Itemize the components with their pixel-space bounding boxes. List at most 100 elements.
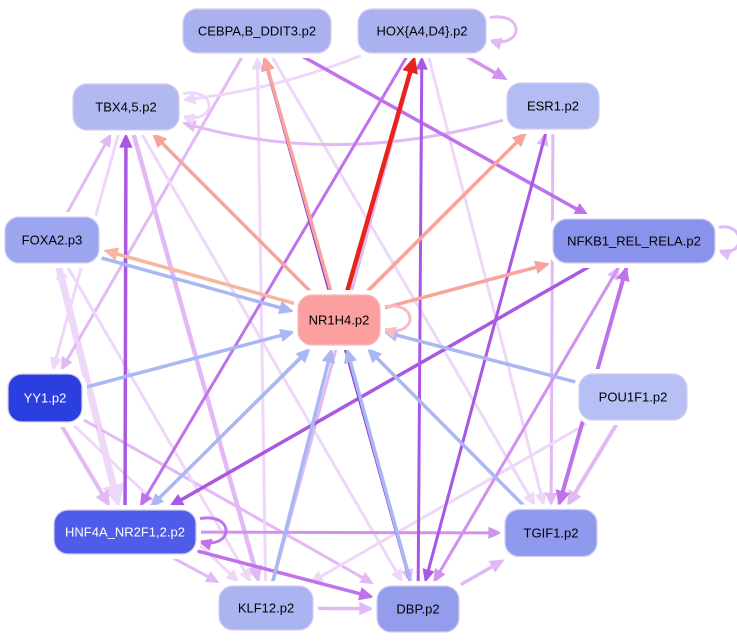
node-body[interactable] xyxy=(297,294,381,346)
edge-arrowhead xyxy=(103,247,120,261)
node-halo xyxy=(0,212,104,268)
edge-klf12-nr1h4 xyxy=(270,348,335,585)
edge-yy1-dbp xyxy=(83,419,374,585)
edge-arrowhead xyxy=(358,587,374,601)
edge-arrowhead xyxy=(198,538,213,551)
edge-arrowhead xyxy=(534,260,550,274)
graph-node-tgif1[interactable]: TGIF1.p2 xyxy=(500,504,602,562)
graph-node-hox[interactable]: HOX{A4,D4}.p2 xyxy=(353,4,491,58)
node-halo xyxy=(3,369,87,427)
edge-nr1h4-hox xyxy=(344,56,418,295)
edge-hox-tgif1 xyxy=(426,54,547,507)
edge-arrowhead xyxy=(60,356,73,371)
edge-yy1-nr1h4 xyxy=(83,328,295,390)
graph-node-tbx[interactable]: TBX4,5.p2 xyxy=(68,79,184,135)
node-body[interactable] xyxy=(578,373,688,421)
edge-arrowhead xyxy=(344,348,358,364)
edge-nr1h4-cebpa xyxy=(261,56,333,294)
node-halo xyxy=(293,290,385,350)
edge-cebpa-tgif1 xyxy=(270,54,536,507)
graph-node-hnf4a[interactable]: HNF4A_NR2F1,2.p2 xyxy=(49,505,201,559)
edge-arrowhead xyxy=(279,328,295,342)
edge-arrowhead xyxy=(366,348,383,364)
edge-arrowhead xyxy=(433,568,446,583)
edge-arrowhead xyxy=(382,326,397,339)
node-body[interactable] xyxy=(4,216,100,264)
edge-nfkb1-dbp xyxy=(433,264,621,583)
graph-node-foxa2[interactable]: FOXA2.p3 xyxy=(0,212,104,268)
edge-arrowhead xyxy=(402,56,418,75)
edge-arrowhead xyxy=(523,491,536,507)
edge-arrowhead xyxy=(321,348,335,364)
edge-foxa2-tbx xyxy=(64,133,112,216)
edge-pou1f1-tgif1 xyxy=(566,421,620,507)
edge-tbx-dbp xyxy=(139,131,403,583)
graph-node-nr1h4[interactable]: NR1H4.p2 xyxy=(293,290,385,350)
edge-arrowhead xyxy=(488,37,503,50)
edge-nr1h4-esr1 xyxy=(365,132,527,294)
edge-dbp-hox xyxy=(415,56,428,585)
edge-arrowhead xyxy=(491,66,508,80)
edge-nr1h4-foxa2 xyxy=(103,247,298,306)
edge-hox-esr1 xyxy=(463,54,508,80)
edge-hox-hox xyxy=(482,15,518,50)
node-body[interactable] xyxy=(53,509,197,555)
edge-arrowhead xyxy=(717,248,732,261)
edge-arrowhead xyxy=(246,564,263,583)
edge-arrowhead xyxy=(390,568,403,583)
edge-arrowhead xyxy=(545,492,558,507)
edge-hnf4a-tbx xyxy=(119,133,133,509)
node-body[interactable] xyxy=(218,585,314,631)
edge-tbx-tbx xyxy=(175,91,211,126)
edge-arrowhead xyxy=(152,133,168,149)
edge-hnf4a-dbp xyxy=(197,549,374,601)
edge-foxa2-nr1h4 xyxy=(99,256,294,315)
node-body[interactable] xyxy=(357,8,487,54)
edge-pou1f1-nr1h4 xyxy=(383,328,578,384)
edge-arrowhead xyxy=(488,526,502,539)
graph-node-yy1[interactable]: YY1.p2 xyxy=(3,369,87,427)
edge-arrowhead xyxy=(182,120,197,133)
edge-arrowhead xyxy=(139,492,153,507)
node-body[interactable] xyxy=(552,218,716,264)
graph-node-dbp[interactable]: DBP.p2 xyxy=(372,581,464,637)
edge-arrowhead xyxy=(168,493,185,507)
node-body[interactable] xyxy=(7,373,83,423)
node-body[interactable] xyxy=(376,585,460,633)
graph-node-pou1f1[interactable]: POU1F1.p2 xyxy=(574,369,692,425)
node-body[interactable] xyxy=(182,8,332,54)
edge-arrowhead xyxy=(566,489,582,507)
edge-klf12-dbp xyxy=(314,601,374,616)
edge-arrowhead xyxy=(119,133,133,148)
edge-hnf4a-tgif1 xyxy=(197,526,502,539)
edge-hnf4a-nr1h4 xyxy=(148,348,311,509)
edge-dbp-nr1h4 xyxy=(344,348,413,585)
edge-arrowhead xyxy=(102,482,125,507)
node-body[interactable] xyxy=(72,83,180,131)
edge-arrowhead xyxy=(182,92,197,105)
edge-arrowhead xyxy=(616,266,630,282)
edge-dbp-tgif1 xyxy=(460,559,505,586)
edge-arrowhead xyxy=(534,491,547,507)
node-halo xyxy=(49,505,201,559)
edge-esr1-dbp xyxy=(422,130,548,583)
edge-arrowhead xyxy=(295,348,311,364)
graph-node-nfkb1[interactable]: NFKB1_REL_RELA.p2 xyxy=(548,214,720,268)
edge-arrowhead xyxy=(261,56,275,72)
edge-arrowhead xyxy=(572,202,590,216)
edge-arrowhead xyxy=(99,133,112,148)
node-body[interactable] xyxy=(506,82,600,130)
node-halo xyxy=(502,78,604,134)
edge-arrowhead xyxy=(511,132,527,148)
edge-hnf4a-klf12 xyxy=(169,555,220,583)
graph-node-esr1[interactable]: ESR1.p2 xyxy=(502,78,604,134)
node-body[interactable] xyxy=(504,508,598,558)
node-halo xyxy=(214,581,318,635)
edge-nfkb1-nfkb1 xyxy=(711,225,737,261)
graph-node-cebpa[interactable]: CEBPA,B_DDIT3.p2 xyxy=(178,4,336,58)
edges-layer xyxy=(50,15,737,616)
graph-node-klf12[interactable]: KLF12.p2 xyxy=(214,581,318,635)
